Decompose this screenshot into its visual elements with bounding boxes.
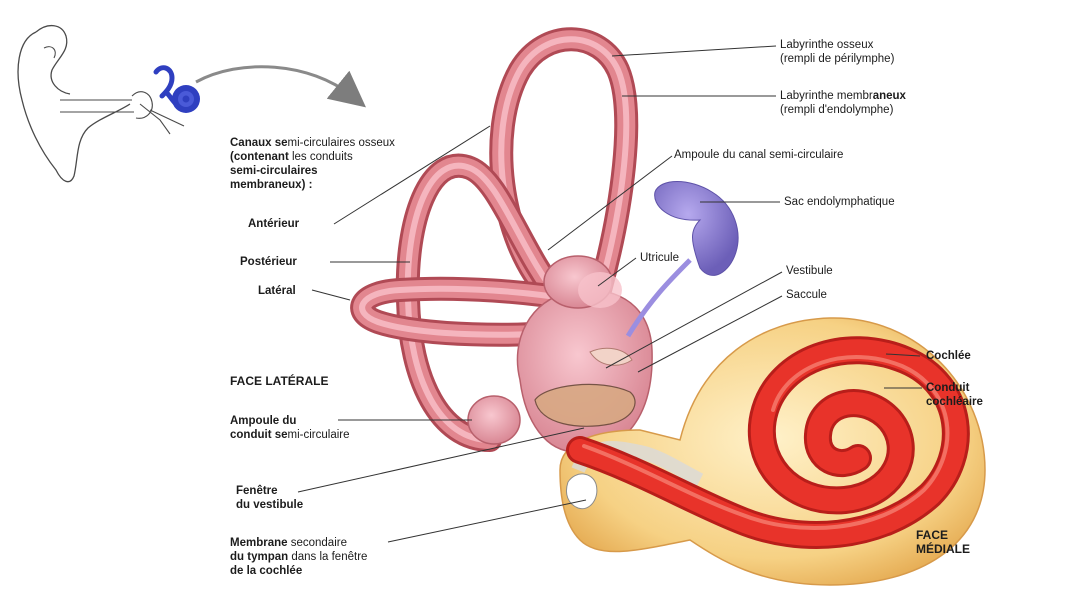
ampulla-duct-bulb (468, 396, 520, 444)
label-semicircular-canals: Canaux semi-circulaires osseux (contenan… (230, 136, 395, 192)
label-vestibule: Vestibule (786, 264, 833, 278)
label-utricle: Utricule (640, 251, 679, 265)
label-oval-window: Fenêtre du vestibule (236, 484, 303, 512)
label-lateral-face: FACE LATÉRALE (230, 374, 328, 388)
label-bony-labyrinth: Labyrinthe osseux (rempli de périlymphe) (780, 38, 894, 66)
label-cochlea: Cochlée (926, 349, 971, 363)
label-ampulla-canal: Ampoule du canal semi-circulaire (674, 148, 843, 162)
label-cochlear-duct: Conduit cochléaire (926, 381, 983, 409)
pointer-arrow-icon (196, 67, 352, 96)
label-medial-face: FACE MÉDIALE (916, 528, 970, 556)
ear-thumbnail-icon (18, 26, 200, 182)
label-posterior: Postérieur (240, 255, 297, 269)
label-saccule: Saccule (786, 288, 827, 302)
label-round-window-membrane: Membrane secondaire du tympan dans la fe… (230, 536, 367, 578)
label-anterior: Antérieur (248, 217, 299, 231)
label-ampulla-duct: Ampoule du conduit semi-circulaire (230, 414, 350, 442)
label-lateral: Latéral (258, 284, 296, 298)
label-membranous-labyrinth: Labyrinthe membraneux (rempli d'endolymp… (780, 89, 906, 117)
label-endolymphatic-sac: Sac endolymphatique (784, 195, 895, 209)
